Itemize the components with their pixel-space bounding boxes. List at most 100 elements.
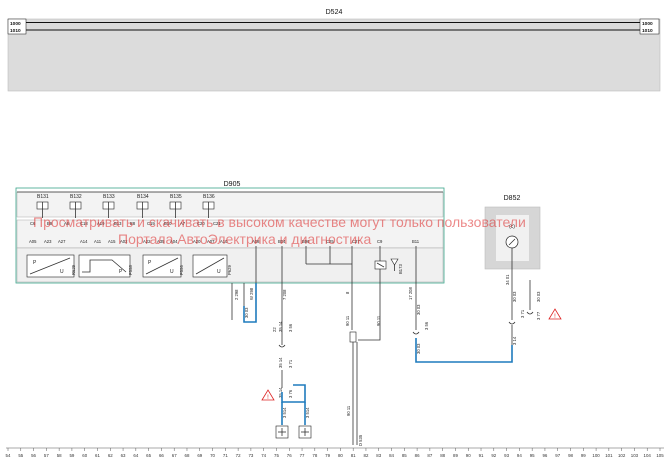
fuse-pin-label: A7 <box>180 221 186 226</box>
ruler-label: 84 <box>389 453 394 458</box>
sensor-label: U <box>217 269 221 275</box>
ground-connector-2 <box>298 425 312 439</box>
ruler-label: 99 <box>581 453 586 458</box>
wire-code: 7 208 <box>282 289 287 300</box>
wire-code: 17 208 <box>408 287 413 300</box>
pin-label: A04 <box>170 239 178 244</box>
ruler-label: 71 <box>223 453 228 458</box>
ruler-label: 56 <box>31 453 36 458</box>
fuse-b136: B136 <box>202 194 215 218</box>
pin-label: A15 <box>108 239 116 244</box>
ruler-label: 78 <box>312 453 317 458</box>
sensor-r629: P U R629 <box>26 254 76 278</box>
ruler-label: 70 <box>210 453 215 458</box>
fuse-row: B131 B132 B133 B134 B135 B136 <box>36 194 215 218</box>
sensor-id: R629 <box>71 264 76 275</box>
wire-code: 90 11 <box>345 315 350 326</box>
bus-right-label-1: 1000 <box>642 21 653 27</box>
wire-code: 35 14 <box>278 357 283 368</box>
ruler-label: 69 <box>197 453 202 458</box>
ruler-label: 75 <box>274 453 279 458</box>
bus-title: D524 <box>326 9 343 16</box>
wire-code: 3 76 <box>288 389 293 398</box>
ruler-label: 63 <box>121 453 126 458</box>
wire-code: 35 14 <box>278 321 283 332</box>
wire-code: W 298 <box>249 287 254 300</box>
wire-code: 2 298 <box>234 289 239 300</box>
watermark-line-2: Портала АвтоЭлектрика и диагностика <box>118 231 371 247</box>
fuse-b134: B134 <box>136 194 149 218</box>
fuse-label: B134 <box>137 194 149 200</box>
fuse-pin-label: C6 <box>30 221 36 226</box>
ruler-label: 74 <box>261 453 266 458</box>
wire-code: 35 14 <box>278 387 283 398</box>
ruler-label: 95 <box>530 453 535 458</box>
wire-code: 3 514 <box>282 407 287 418</box>
pin-label: A08 <box>252 239 260 244</box>
fuse-pin-label: A19 <box>97 221 105 226</box>
ruler-label: 82 <box>364 453 369 458</box>
ruler-label: 86 <box>415 453 420 458</box>
wire-code: 3 56 <box>424 321 429 330</box>
sensor-id: P556 <box>179 265 184 275</box>
pin-label: A02 <box>120 239 128 244</box>
ruler-label: 80 <box>338 453 343 458</box>
ruler-label: 103 <box>631 453 639 458</box>
bus-left-label-2: 1010 <box>10 28 21 34</box>
pin-label: C9 <box>377 239 383 244</box>
ruler-label: 88 <box>440 453 445 458</box>
pin-label: A23 <box>44 239 52 244</box>
wire-code: 22 <box>272 327 277 332</box>
ruler-label: 97 <box>555 453 560 458</box>
wire-code: 3 14 <box>512 336 517 345</box>
wire-code: D 535 <box>358 434 363 446</box>
fuse-pin-label: B13 <box>114 221 122 226</box>
pin-label: A11 <box>94 239 102 244</box>
wire-code: 90 11 <box>376 315 381 326</box>
pin-label: A22 <box>143 239 151 244</box>
ruler-label: 92 <box>491 453 496 458</box>
pin-label: A27 <box>58 239 66 244</box>
warning-icon <box>261 389 275 401</box>
ruler-label: 89 <box>453 453 458 458</box>
fuse-pin-label: C19 <box>147 221 155 226</box>
ruler-label: 91 <box>479 453 484 458</box>
sensor-label: P <box>119 269 123 275</box>
ruler-label: 94 <box>517 453 522 458</box>
wire-code: 3 71 <box>288 359 293 368</box>
meter-symbol: (ċ) <box>509 224 515 230</box>
sensor-label: P <box>33 260 37 266</box>
ruler-label: 61 <box>95 453 100 458</box>
ruler-label: 54 <box>6 453 11 458</box>
fuse-label: B133 <box>103 194 115 200</box>
fuse-b133: B133 <box>102 194 115 218</box>
wire-code: 3 514 <box>305 407 310 418</box>
ruler-label: 98 <box>568 453 573 458</box>
relay-b173: B173 <box>374 258 403 274</box>
sensor-id: P629 <box>227 265 232 275</box>
sensor-p556: P U P556 <box>142 254 184 278</box>
sensor-p629: U P629 <box>192 254 232 278</box>
wire-code: 90 11 <box>346 405 351 416</box>
pin-label: A35 <box>157 239 165 244</box>
meter-pin: 34 01 <box>505 274 510 285</box>
ruler-label: 68 <box>185 453 190 458</box>
ruler-label: 57 <box>44 453 49 458</box>
ruler-label: 66 <box>159 453 164 458</box>
ruler-label: 59 <box>69 453 74 458</box>
ruler-label: 104 <box>644 453 652 458</box>
fuse-label: B135 <box>170 194 182 200</box>
pin-label: A14 <box>80 239 88 244</box>
ruler-label: 100 <box>592 453 600 458</box>
fuse-label: B132 <box>70 194 82 200</box>
ruler-label: 64 <box>133 453 138 458</box>
ruler-label: 60 <box>82 453 87 458</box>
sensor-p558: P P558 <box>78 254 133 278</box>
wire-code: 8 <box>345 291 350 294</box>
pin-label: C27 <box>352 239 360 244</box>
ruler-label: 102 <box>618 453 626 458</box>
warning-icon <box>548 308 562 320</box>
ruler-label: 58 <box>57 453 62 458</box>
